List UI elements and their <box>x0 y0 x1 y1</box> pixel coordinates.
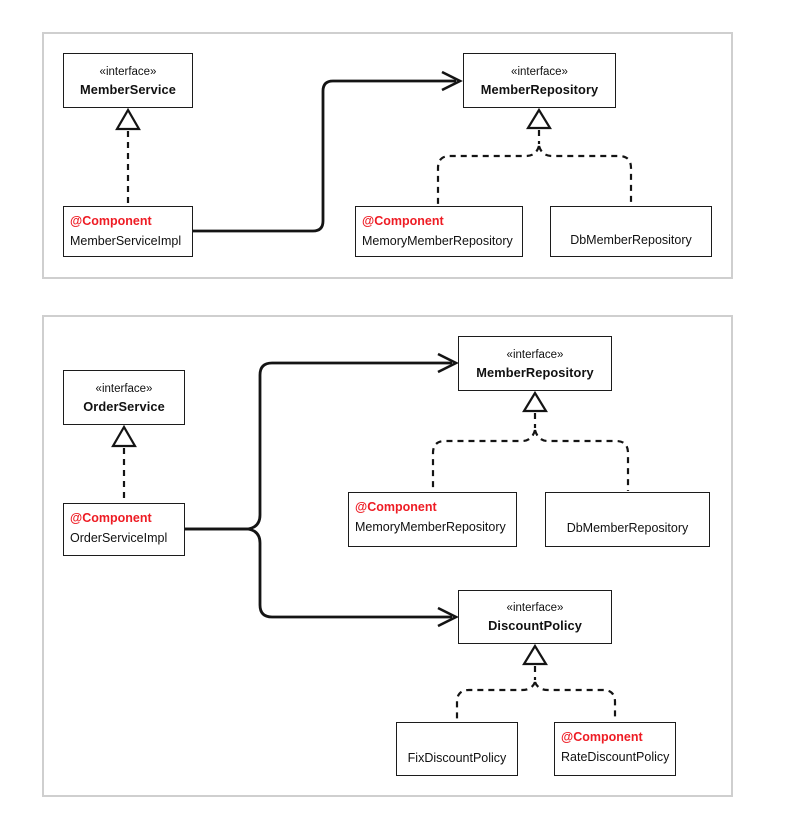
interface-name: OrderService <box>83 398 165 414</box>
interface-name: MemberRepository <box>480 81 599 97</box>
class-order-service-impl: @Component OrderServiceImpl <box>63 503 185 556</box>
component-annotation: @Component <box>70 511 152 525</box>
stereotype-label: «interface» <box>506 602 564 614</box>
class-name: MemoryMemberRepository <box>362 234 513 248</box>
class-name: OrderServiceImpl <box>70 531 168 545</box>
stereotype-label: «interface» <box>95 382 153 395</box>
class-db-member-repository: DbMemberRepository <box>550 206 712 257</box>
class-name: RateDiscountPolicy <box>561 750 670 764</box>
interface-member-repository-2: «interface» MemberRepository <box>458 336 612 391</box>
interface-member-repository: «interface» MemberRepository <box>463 53 616 108</box>
interface-name: MemberRepository <box>476 364 594 380</box>
class-name: DbMemberRepository <box>570 233 692 247</box>
class-db-member-repository-2: DbMemberRepository <box>545 492 710 547</box>
interface-name: MemberService <box>80 81 176 97</box>
stereotype-label: «interface» <box>506 348 564 361</box>
interface-name: DiscountPolicy <box>488 618 582 633</box>
component-annotation: @Component <box>355 500 437 514</box>
component-annotation: @Component <box>561 730 643 744</box>
interface-member-service: «interface» MemberService <box>63 53 193 108</box>
class-rate-discount-policy: @Component RateDiscountPolicy <box>554 722 676 776</box>
class-name: DbMemberRepository <box>566 521 689 535</box>
class-name: FixDiscountPolicy <box>407 751 507 765</box>
component-annotation: @Component <box>70 214 152 228</box>
class-memory-member-repository: @Component MemoryMemberRepository <box>355 206 523 257</box>
stereotype-label: «interface» <box>99 65 157 78</box>
interface-order-service: «interface» OrderService <box>63 370 185 425</box>
class-member-service-impl: @Component MemberServiceImpl <box>63 206 193 257</box>
interface-discount-policy: «interface» DiscountPolicy <box>458 590 612 644</box>
stereotype-label: «interface» <box>511 65 568 78</box>
class-memory-member-repository-2: @Component MemoryMemberRepository <box>348 492 517 547</box>
class-name: MemberServiceImpl <box>70 234 182 248</box>
class-fix-discount-policy: FixDiscountPolicy <box>396 722 518 776</box>
class-name: MemoryMemberRepository <box>355 520 506 534</box>
component-annotation: @Component <box>362 214 444 228</box>
